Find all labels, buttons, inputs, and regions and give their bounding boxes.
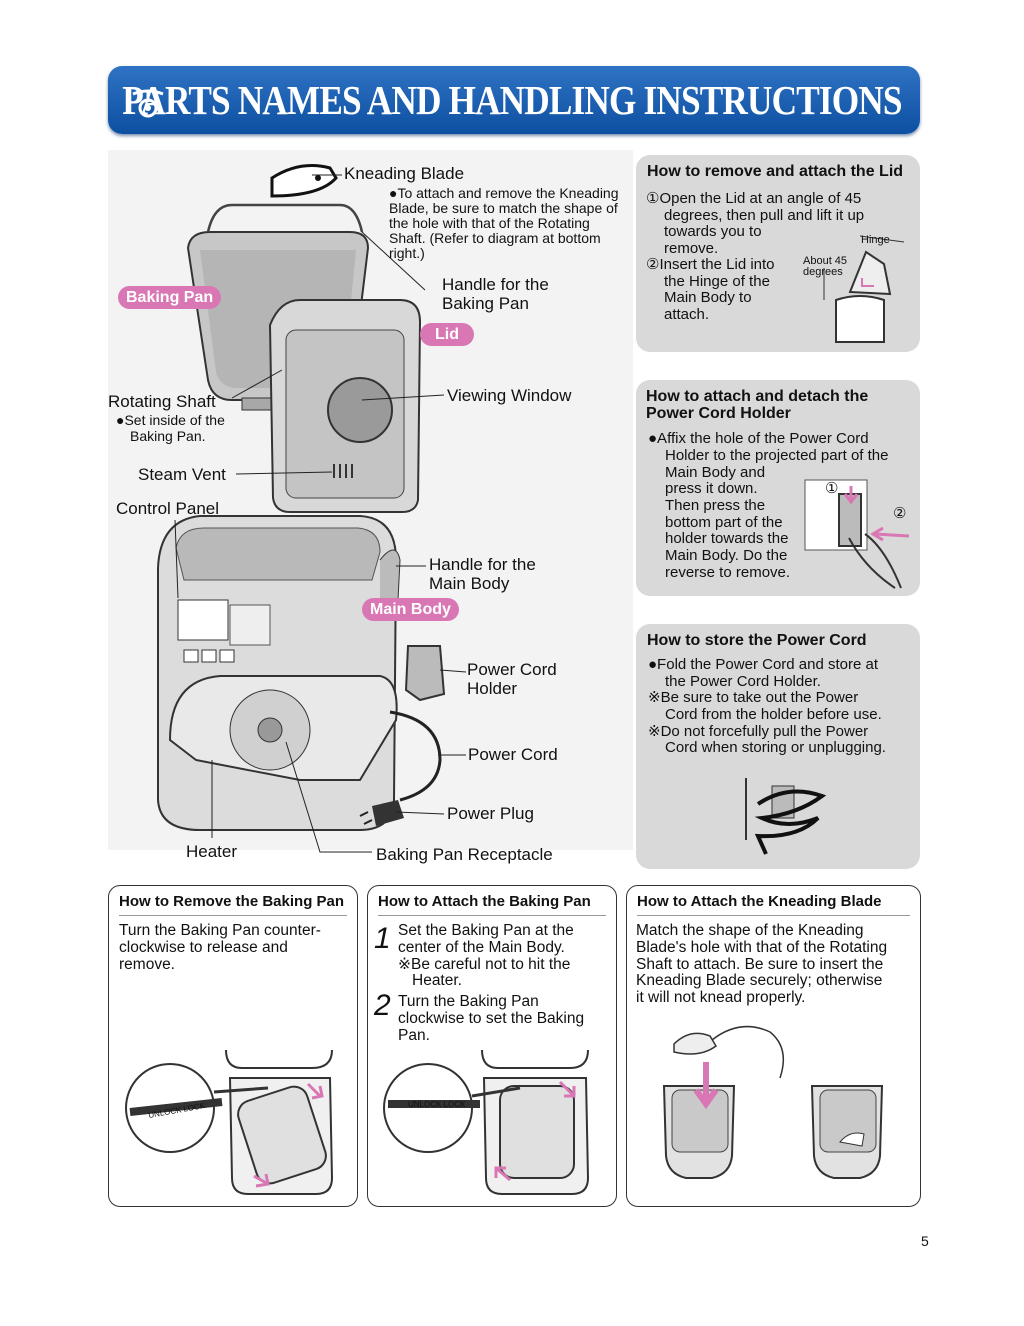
hinge-label: Hinge [861, 234, 890, 246]
attach-blade-title: How to Attach the Kneading Blade [637, 893, 910, 916]
remove-pan-line-3: remove. [119, 956, 175, 973]
lid-line-7: Main Body to [664, 289, 752, 306]
store-cord-box: How to store the Power Cord [636, 624, 920, 869]
remove-pan-diagram [125, 1049, 334, 1195]
lid-angle-diagram [823, 235, 905, 343]
holder-box-title-2: Power Cord Holder [646, 405, 791, 422]
attach-pan-step1-line-3: ※Be careful not to hit the [398, 956, 571, 973]
lid-line-4: remove. [664, 240, 719, 257]
lid-line-3: towards you to [664, 223, 762, 240]
remove-pan-line-2: clockwise to release and [119, 939, 288, 956]
holder-line-9: reverse to remove. [665, 564, 791, 581]
attach-pan-dial-label: UNLOCK LOCK [408, 1100, 466, 1109]
holder-line-4: press it down. [665, 480, 758, 497]
main-body-tag: Main Body [362, 598, 459, 621]
angle-label-2: degrees [803, 266, 843, 278]
attach-blade-line-5: it will not knead properly. [636, 989, 806, 1006]
control-panel-label: Control Panel [116, 499, 220, 518]
kneading-blade-note: ●To attach and remove the Kneading Blade… [389, 185, 619, 261]
page-title: PARTS NAMES AND HANDLING INSTRUCTIONS [122, 77, 902, 123]
attach-pan-step1-line-1: Set the Baking Pan at the [398, 922, 574, 939]
store-line-3: ※Be sure to take out the Power [648, 689, 859, 706]
store-line-1: ●Fold the Power Cord and store at [648, 656, 879, 673]
attach-pan-step2-line-2: clockwise to set the Baking [398, 1010, 585, 1027]
power-cord-holder-label-2: Holder [467, 679, 518, 698]
handle-main-body-label-1: Handle for the [429, 555, 536, 574]
baking-pan-tag: Baking Pan [118, 286, 222, 309]
attach-blade-line-4: Kneading Blade securely; otherwise [636, 972, 883, 989]
attach-pan-step2-line-3: Pan. [398, 1027, 430, 1044]
viewing-window-label: Viewing Window [447, 386, 572, 405]
power-cord-holder-label-1: Power Cord [467, 660, 557, 679]
lid-tag: Lid [420, 323, 474, 346]
holder-box-title-1: How to attach and detach the [646, 388, 869, 405]
attach-blade-line-3: Shaft to attach. Be sure to insert the [636, 956, 884, 973]
power-plug-shape [372, 800, 404, 826]
holder-instructions-box [636, 380, 920, 596]
holder-line-7: holder towards the [665, 530, 789, 547]
kneading-blade-label: Kneading Blade [344, 164, 465, 183]
title-banner [108, 66, 920, 134]
bread-maker-logo-icon [132, 89, 164, 118]
attach-pan-step-1-number: 1 [374, 922, 391, 955]
holder-line-3: Main Body and [665, 464, 766, 481]
lid-line-1: ①Open the Lid at an angle of 45 [646, 190, 862, 207]
lid-box-title: How to remove and attach the Lid [647, 163, 904, 180]
attach-pan-title: How to Attach the Baking Pan [378, 893, 606, 916]
attach-blade-line-2: Blade's hole with that of the Rotating [636, 939, 888, 956]
handle-main-body-label-2: Main Body [429, 574, 510, 593]
heater-label: Heater [186, 842, 238, 861]
holder-line-8: Main Body. Do the [665, 547, 788, 564]
angle-label-1: About 45 [803, 255, 848, 267]
lid-line-8: attach. [664, 306, 710, 323]
handle-baking-pan-label-2: Baking Pan [442, 294, 529, 313]
lid-line-6: the Hinge of the [664, 273, 770, 290]
attach-blade-diagram [662, 1025, 884, 1179]
rotating-shaft-note-2: Baking Pan. [130, 428, 206, 444]
store-line-2: the Power Cord Holder. [665, 673, 821, 690]
power-cord-holder-shape [404, 645, 446, 702]
holder-line-6: bottom part of the [665, 514, 783, 531]
rotating-shaft-label: Rotating Shaft [108, 392, 216, 411]
power-plug-label: Power Plug [447, 804, 534, 823]
holder-step-mark-2: ② [893, 505, 907, 522]
rotating-shaft-note-1: ●Set inside of the [116, 412, 225, 428]
handle-baking-pan-label-1: Handle for the [442, 275, 549, 294]
holder-attach-diagram [804, 479, 910, 589]
power-cord-shape [389, 710, 442, 802]
store-line-5: ※Do not forcefully pull the Power [648, 723, 869, 740]
store-line-4: Cord from the holder before use. [665, 706, 882, 723]
lid-line-5: ②Insert the Lid into [646, 256, 775, 273]
power-cord-label: Power Cord [468, 745, 558, 764]
kneading-blade-shape [270, 164, 338, 198]
holder-line-5: Then press the [665, 497, 766, 514]
remove-pan-line-1: Turn the Baking Pan counter- [119, 922, 321, 939]
lid-line-2: degrees, then pull and lift it up [664, 207, 865, 224]
attach-blade-line-1: Match the shape of the Kneading [636, 922, 864, 939]
store-box-title: How to store the Power Cord [647, 632, 867, 649]
page-number: 5 [921, 1233, 929, 1249]
attach-pan-step1-line-4: Heater. [412, 972, 462, 989]
baking-pan-receptacle-label: Baking Pan Receptacle [376, 845, 553, 864]
stored-cord-diagram [745, 778, 827, 855]
attach-pan-step1-line-2: center of the Main Body. [398, 939, 565, 956]
remove-pan-title: How to Remove the Baking Pan [119, 893, 347, 916]
store-line-6: Cord when storing or unplugging. [665, 739, 886, 756]
attach-pan-diagram [383, 1049, 590, 1195]
attach-pan-step-2-number: 2 [374, 989, 391, 1022]
steam-vent-label: Steam Vent [138, 465, 226, 484]
holder-line-1: ●Affix the hole of the Power Cord [648, 430, 869, 447]
holder-line-2: Holder to the projected part of the [665, 447, 889, 464]
attach-pan-step2-line-1: Turn the Baking Pan [398, 993, 539, 1010]
holder-step-mark-1: ① [825, 480, 839, 497]
